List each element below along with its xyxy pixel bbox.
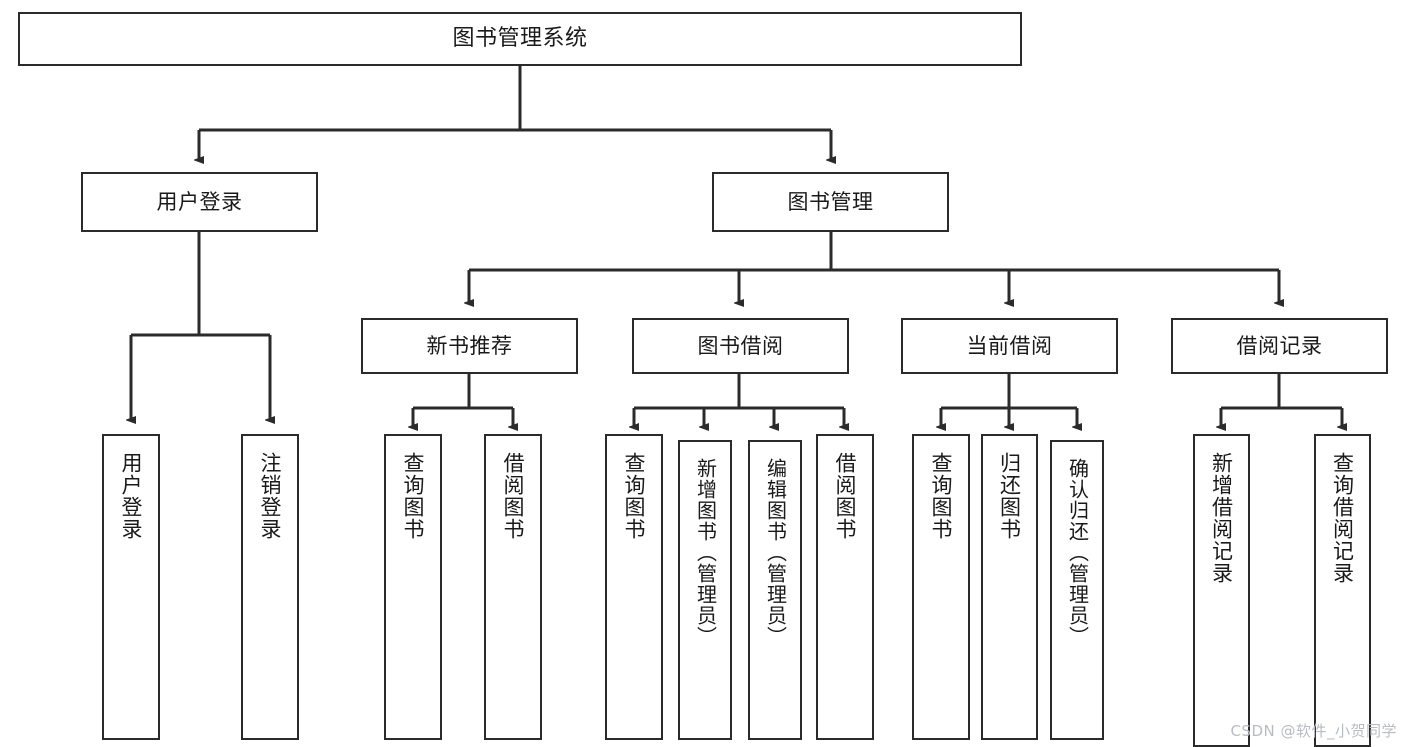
node-label: 用户登录 [156, 189, 243, 214]
node-label: 查询图书 [622, 452, 647, 540]
node-label: 图书管理系统 [452, 26, 588, 52]
node-label: 借阅记录 [1236, 333, 1323, 358]
leaf-logout[interactable]: 注销登录 [241, 434, 299, 740]
node-label: 新增借阅记录 [1209, 452, 1234, 584]
leaf-query-book-recommend[interactable]: 查询图书 [384, 434, 442, 740]
node-label: 查询图书 [401, 452, 426, 540]
leaf-borrow-book-recommend[interactable]: 借阅图书 [484, 434, 542, 740]
node-label: 借阅图书 [833, 452, 858, 540]
node-label: 编辑图书（管理员） [763, 458, 788, 647]
node-label: 查询借阅记录 [1330, 452, 1355, 584]
node-label: 新增图书（管理员） [693, 458, 718, 647]
leaf-user-login[interactable]: 用户登录 [102, 434, 160, 740]
node-label: 借阅图书 [501, 452, 526, 540]
leaf-add-borrow-record[interactable]: 新增借阅记录 [1193, 434, 1250, 747]
leaf-add-book-admin[interactable]: 新增图书（管理员） [678, 440, 732, 740]
csdn-watermark: CSDN @软件_小贺同学 [1230, 722, 1397, 740]
leaf-edit-book-admin[interactable]: 编辑图书（管理员） [748, 440, 802, 740]
node-label: 新书推荐 [426, 333, 513, 358]
node-label: 归还图书 [997, 452, 1022, 540]
node-current-borrow[interactable]: 当前借阅 [901, 318, 1118, 374]
node-user-login[interactable]: 用户登录 [81, 172, 318, 232]
node-book-management[interactable]: 图书管理 [712, 172, 949, 232]
leaf-confirm-return-admin[interactable]: 确认归还（管理员） [1050, 440, 1104, 740]
node-book-borrow[interactable]: 图书借阅 [632, 318, 849, 374]
leaf-query-book-current[interactable]: 查询图书 [912, 434, 970, 740]
node-label: 当前借阅 [966, 333, 1053, 358]
node-label: 注销登录 [258, 452, 283, 540]
node-label: 图书管理 [787, 189, 874, 214]
leaf-return-book[interactable]: 归还图书 [981, 434, 1038, 740]
node-label: 查询图书 [929, 452, 954, 540]
node-label: 用户登录 [119, 452, 144, 540]
node-root-book-management-system[interactable]: 图书管理系统 [18, 12, 1022, 66]
node-borrow-record[interactable]: 借阅记录 [1171, 318, 1388, 374]
leaf-query-book-borrow[interactable]: 查询图书 [605, 434, 663, 740]
leaf-borrow-book[interactable]: 借阅图书 [816, 434, 874, 740]
node-new-book-recommend[interactable]: 新书推荐 [361, 318, 578, 374]
node-label: 确认归还（管理员） [1065, 458, 1090, 647]
node-label: 图书借阅 [697, 333, 784, 358]
leaf-query-borrow-record[interactable]: 查询借阅记录 [1314, 434, 1371, 747]
